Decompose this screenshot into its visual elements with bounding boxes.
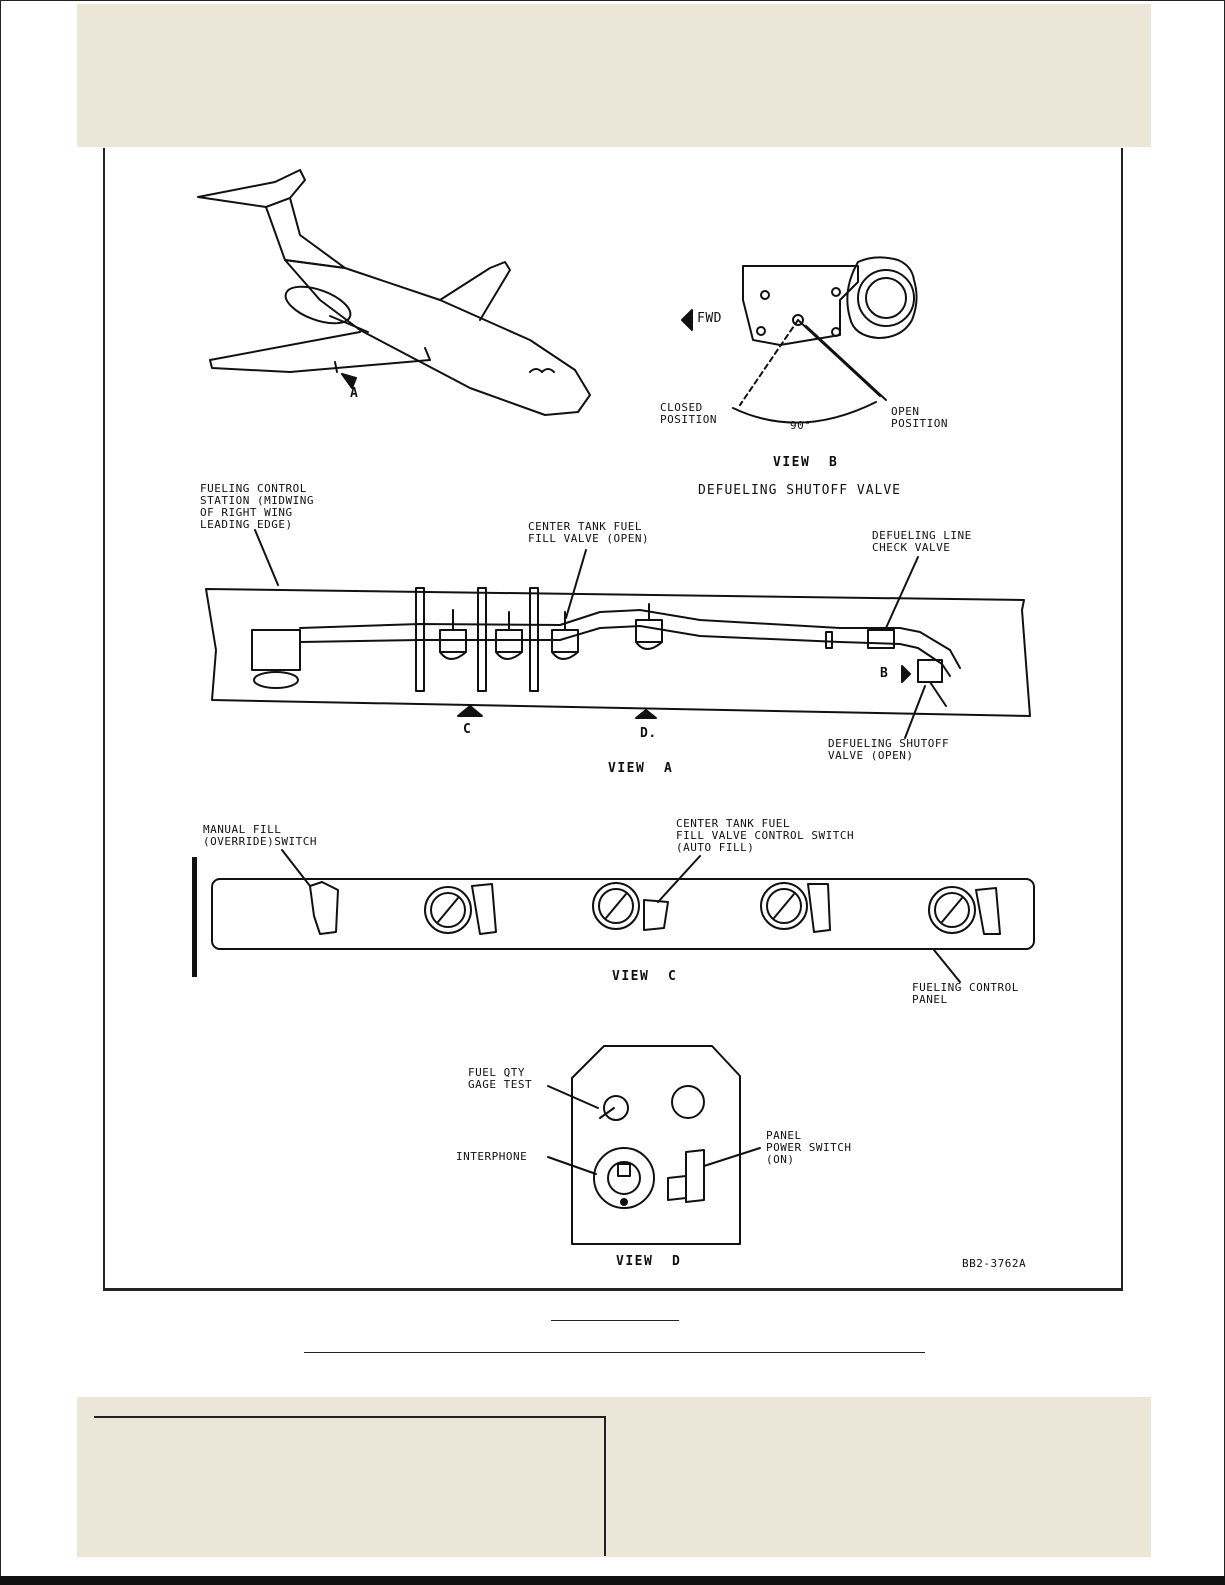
figure-frame: [103, 148, 1123, 1291]
separator-long: [304, 1352, 925, 1353]
bottom-bar: [0, 1576, 1225, 1585]
aircraft-illustration: [197, 169, 591, 416]
manual-fill-label: MANUAL FILL (OVERRIDE)SWITCH: [203, 823, 317, 848]
view-b-title: VIEW B: [773, 455, 839, 470]
view-b-valve: [681, 256, 918, 424]
separator-short: [551, 1320, 679, 1321]
footer-rule-vertical: [604, 1416, 606, 1556]
callout-c-label: C: [463, 722, 472, 737]
center-tank-switch-label: CENTER TANK FUEL FILL VALVE CONTROL SWIT…: [676, 817, 855, 854]
view-c-panel: [192, 849, 1035, 983]
view-a-fuel-lines: [205, 529, 1031, 739]
callout-a-label: A: [350, 386, 359, 401]
footer-rule-horizontal: [94, 1416, 606, 1418]
callout-b-label: B: [880, 666, 889, 681]
center-tank-valve-label: CENTER TANK FUEL FILL VALVE (OPEN): [528, 520, 650, 545]
view-c-title: VIEW C: [612, 969, 678, 984]
gage-test-label: FUEL QTY GAGE TEST: [468, 1066, 533, 1091]
fwd-label: FWD: [697, 311, 722, 326]
power-switch-label: PANEL POWER SWITCH (ON): [766, 1129, 852, 1166]
angle-label: 90°: [790, 419, 812, 432]
check-valve-label: DEFUELING LINE CHECK VALVE: [872, 529, 972, 554]
view-d-title: VIEW D: [616, 1254, 682, 1269]
header-band: [77, 4, 1151, 147]
open-position-label: OPEN POSITION: [891, 405, 948, 430]
footer-band: [77, 1397, 1151, 1557]
fueling-panel-label: FUELING CONTROL PANEL: [912, 981, 1019, 1006]
closed-position-label: CLOSED POSITION: [660, 401, 717, 426]
shutoff-valve-label: DEFUELING SHUTOFF VALVE (OPEN): [828, 737, 950, 762]
view-d-panel: [547, 1045, 761, 1245]
interphone-label: INTERPHONE: [456, 1150, 528, 1163]
view-b-caption: DEFUELING SHUTOFF VALVE: [698, 483, 902, 498]
callout-d-label: D.: [640, 726, 657, 741]
figure-id: BB2-3762A: [962, 1257, 1027, 1270]
fueling-station-label: FUELING CONTROL STATION (MIDWING OF RIGH…: [200, 482, 314, 531]
view-a-title: VIEW A: [608, 761, 674, 776]
